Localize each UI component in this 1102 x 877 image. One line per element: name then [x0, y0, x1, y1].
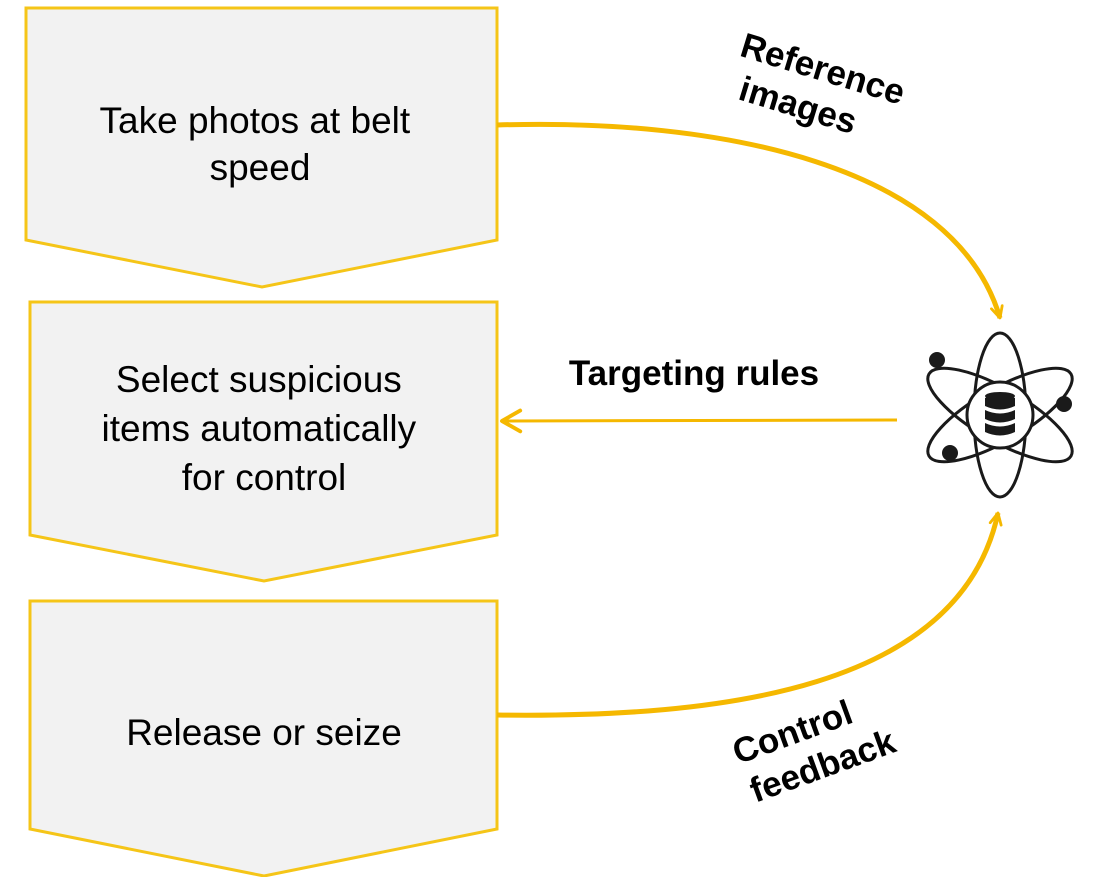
step-2-label-line-1: Select suspicious — [116, 359, 402, 400]
database-icon — [985, 392, 1015, 436]
step-2: Select suspicious items automatically fo… — [28, 300, 499, 583]
step-3-chevron — [28, 599, 499, 877]
step-2-label: Select suspicious items automatically fo… — [102, 359, 427, 498]
step-1-label: Take photos at belt speed — [100, 100, 421, 188]
step-2-label-line-2: items automatically — [102, 408, 417, 449]
step-1-chevron — [24, 6, 499, 289]
step-2-chevron — [28, 300, 499, 583]
step-1: Take photos at belt speed — [24, 6, 499, 289]
step-1-label-line-1: Take photos at belt — [100, 100, 411, 141]
targeting-rules-arrow — [500, 408, 898, 434]
targeting-rules-label: Targeting rules — [569, 354, 819, 393]
atom-database-icon — [926, 331, 1074, 499]
control-feedback-arrow — [496, 511, 1003, 718]
step-2-label-line-3: for control — [182, 457, 347, 498]
step-3-label-line-1: Release or seize — [126, 712, 402, 753]
control-feedback-label: Control feedback — [727, 682, 901, 811]
reference-images-label: Reference images — [724, 26, 919, 156]
step-3-label: Release or seize — [126, 712, 402, 753]
reference-images-arrow — [496, 121, 1004, 320]
step-3: Release or seize — [28, 599, 499, 877]
step-1-label-line-2: speed — [210, 147, 311, 188]
